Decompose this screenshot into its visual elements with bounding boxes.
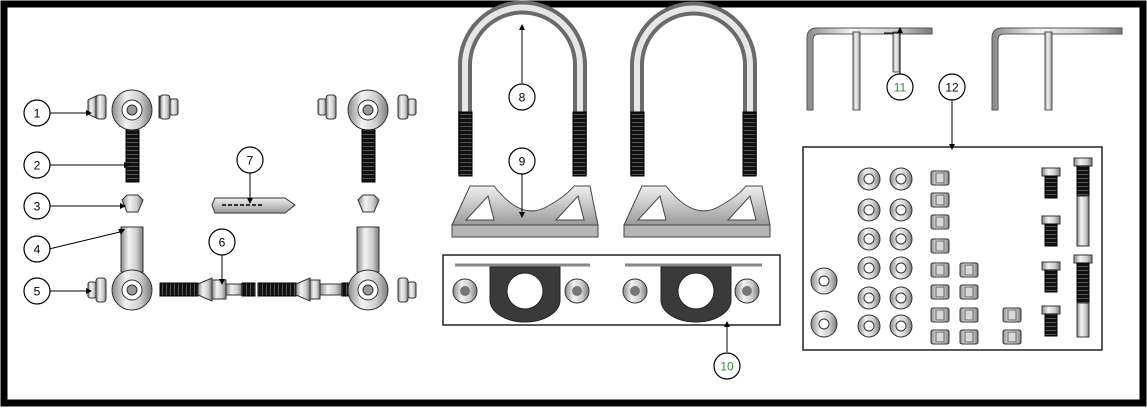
callout-label: 3: [34, 200, 41, 214]
hardware-bolts: [1041, 157, 1093, 338]
callout-label: 8: [519, 91, 526, 105]
u-bolt-right: [630, 1, 757, 177]
saddle-bracket-right: [623, 185, 771, 238]
pin-part: [211, 197, 296, 214]
callout-label: 5: [34, 285, 41, 299]
callout-6: 6: [208, 228, 236, 256]
callout-label: 9: [519, 155, 526, 169]
callout-label: 11: [894, 81, 907, 95]
callout-9: 9: [508, 147, 536, 175]
callout-label: 1: [34, 107, 41, 121]
callout-label: 4: [34, 243, 41, 257]
leader-lines: [48, 30, 953, 352]
callout-3: 3: [23, 192, 51, 220]
jam-nut: [121, 194, 144, 213]
callout-label: 2: [34, 159, 41, 173]
hardware-small-washers: [857, 167, 913, 338]
hardware-large-washers: [810, 267, 838, 338]
leader-arrows: [86, 24, 955, 327]
right-rod-end-assembly: [317, 89, 417, 311]
callout-7: 7: [236, 146, 264, 174]
saddle-bracket-left: [451, 185, 599, 238]
l-bracket-right: [991, 27, 1123, 111]
callout-4: 4: [23, 235, 51, 263]
left-rod-end-assembly: [87, 89, 179, 311]
u-bolt-left: [458, 0, 587, 177]
callout-label: 7: [247, 154, 254, 168]
threaded-stud-assembly: [159, 277, 355, 302]
callout-label: 12: [945, 81, 959, 95]
callout-5: 5: [23, 277, 51, 305]
callout-12: 12: [938, 73, 966, 101]
l-bracket-left: [806, 27, 933, 111]
plate-right: [622, 263, 762, 323]
callout-10: 10: [713, 352, 741, 380]
tube-end: [120, 226, 144, 273]
callout-label: 10: [720, 360, 734, 374]
callout-1: 1: [23, 99, 51, 127]
rod-end-thread: [125, 129, 140, 183]
plate-left: [452, 263, 590, 323]
callout-8: 8: [508, 83, 536, 111]
callout-11: 11: [886, 73, 914, 101]
spacer-part: [87, 95, 97, 119]
callout-label: 6: [219, 236, 226, 250]
hardware-nuts: [930, 170, 1022, 345]
callout-2: 2: [23, 151, 51, 179]
